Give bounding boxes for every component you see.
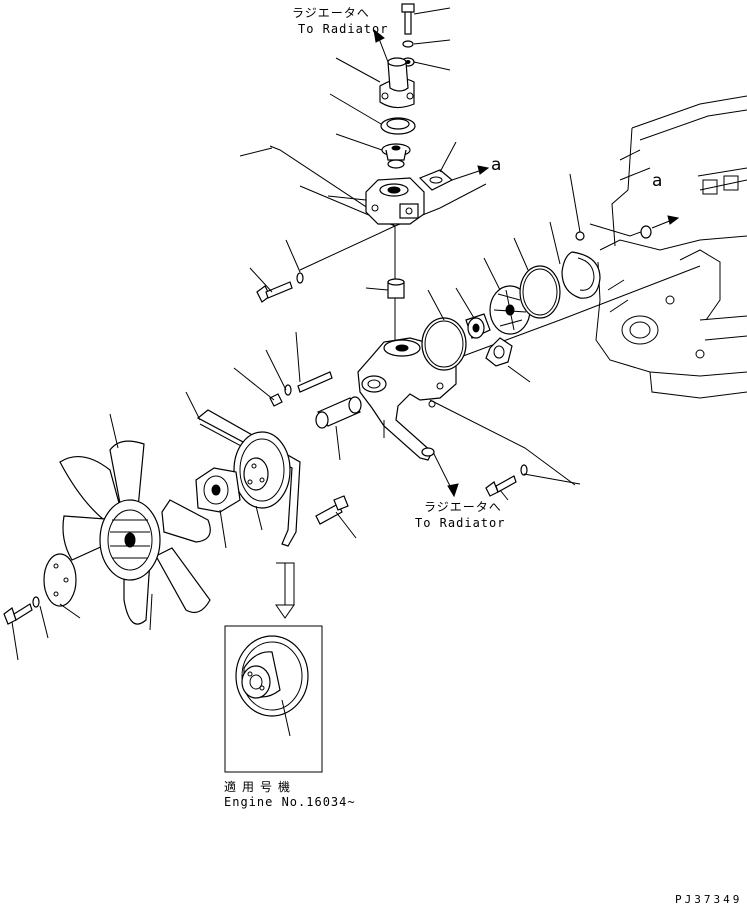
pump-bolt — [485, 464, 528, 497]
shaft-bearing — [315, 396, 362, 429]
flow-arrows — [275, 28, 680, 619]
label-radiator-bottom-jp: ラジエータへ — [424, 500, 502, 514]
studs-and-nuts — [269, 371, 333, 407]
label-radiator-bottom-en: To Radiator — [415, 516, 506, 530]
fan-spacer — [195, 467, 241, 513]
label-ref-a-left: a — [491, 155, 502, 175]
label-radiator-top-jp: ラジエータへ — [292, 6, 370, 20]
fan-pulley — [233, 431, 291, 509]
pump-internal-parts — [421, 225, 652, 371]
drawing-code: PJ37349 — [675, 893, 743, 906]
label-radiator-top-en: To Radiator — [298, 22, 389, 36]
spacer — [387, 278, 405, 299]
label-engine-number: Engine No.16034~ — [224, 795, 356, 809]
inset-alternate-pulley — [224, 625, 323, 773]
engine-block — [595, 95, 747, 399]
label-applicable-serial-jp: 適用号機 — [224, 780, 297, 794]
fan-mount-hardware — [3, 553, 77, 625]
leader-lines — [11, 7, 581, 737]
water-pump — [357, 337, 457, 461]
label-ref-a-right: a — [652, 171, 663, 191]
pulley-bolt — [315, 495, 349, 525]
housing-bolt — [256, 272, 304, 303]
thermostat-housing-stack — [365, 3, 454, 225]
cooling-fan — [59, 440, 211, 625]
